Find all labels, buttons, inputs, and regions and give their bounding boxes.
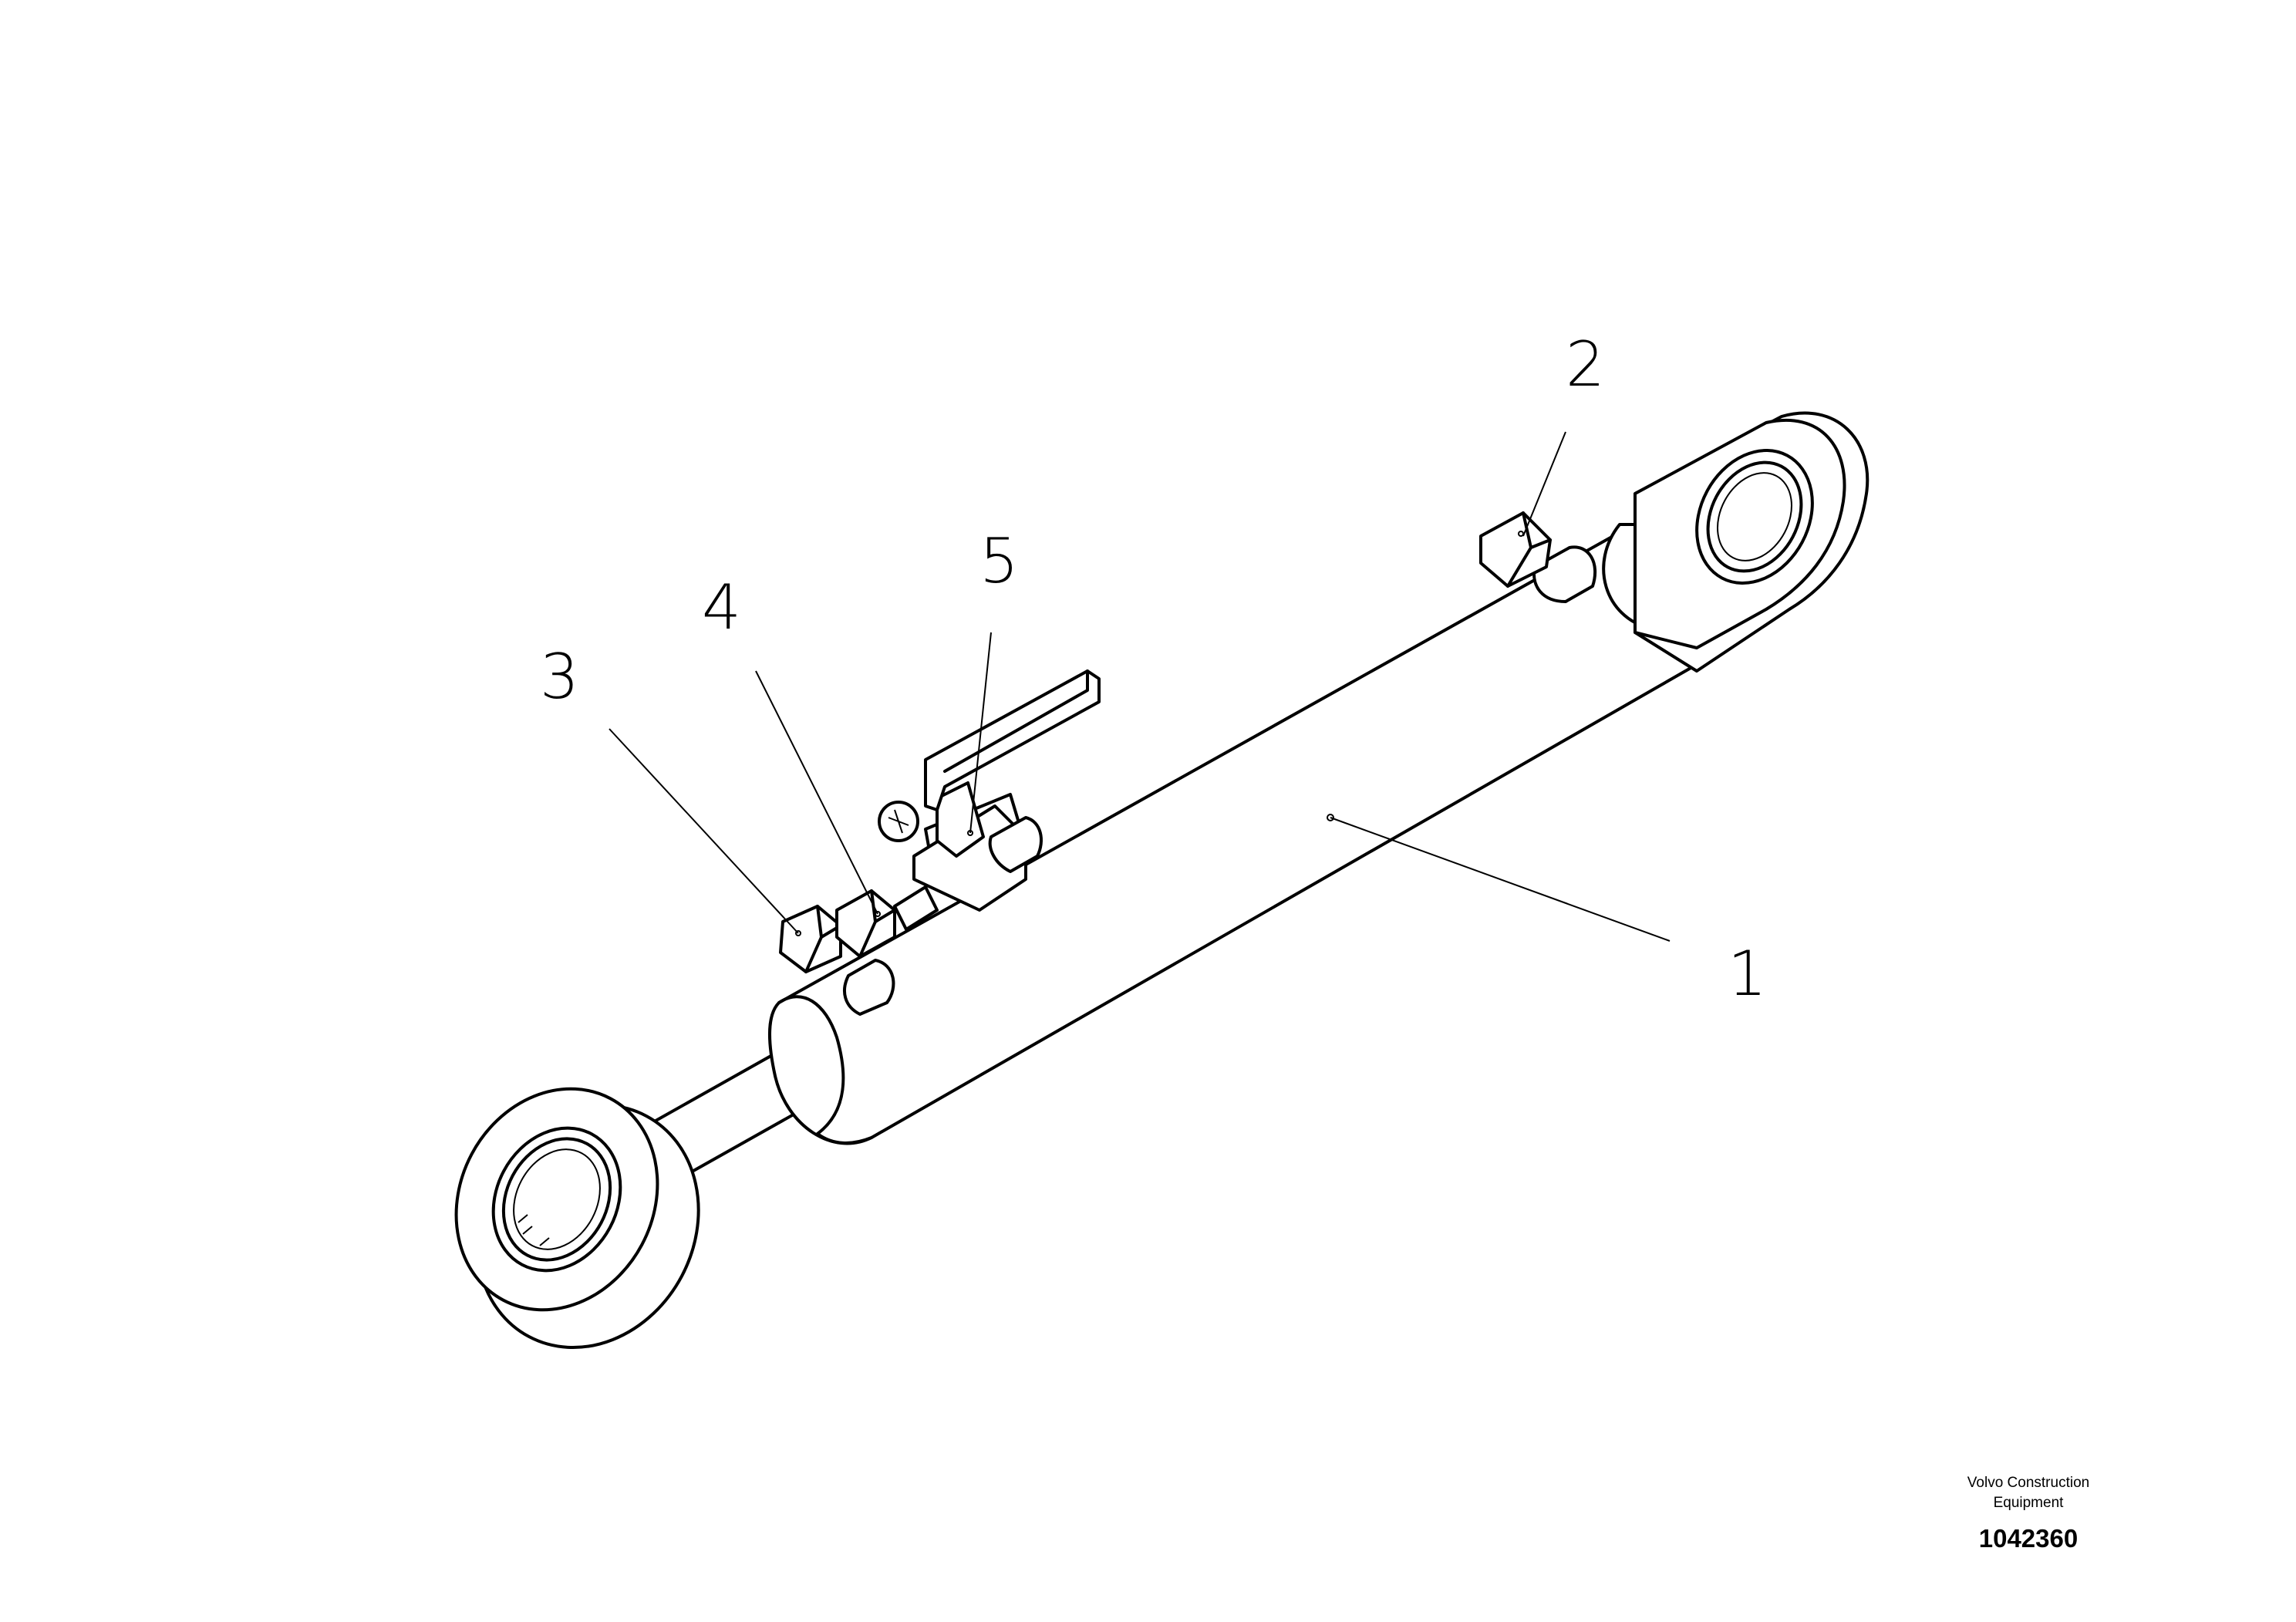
company-name-line2: Equipment — [1993, 1495, 2064, 1511]
valve-block — [878, 669, 1101, 912]
leader-line-2 — [1522, 431, 1566, 537]
leader-line-3 — [609, 728, 799, 934]
rear-mount-upper — [1602, 411, 1870, 673]
port-fitting-upper — [1479, 511, 1597, 603]
callout-3: 3 — [540, 641, 579, 713]
leader-line-1 — [1330, 817, 1671, 942]
callout-labels: 1 2 3 4 5 — [540, 329, 1767, 1010]
drawing-number: 1042360 — [1978, 1524, 2079, 1553]
leader-lines — [609, 431, 1671, 942]
leader-line-4 — [755, 670, 878, 915]
callout-5: 5 — [979, 525, 1019, 597]
callout-1: 1 — [1728, 938, 1767, 1010]
rod-eye-lower — [454, 1087, 700, 1350]
leader-line-5 — [969, 632, 992, 834]
company-name-line1: Volvo Construction — [1967, 1475, 2090, 1491]
callout-2: 2 — [1566, 329, 1605, 400]
port-fitting-lower — [779, 885, 939, 1016]
title-block: Volvo Construction Equipment 1042360 — [1944, 1473, 2113, 1553]
callout-4: 4 — [702, 572, 741, 643]
cylinder-barrel — [768, 492, 1768, 1145]
